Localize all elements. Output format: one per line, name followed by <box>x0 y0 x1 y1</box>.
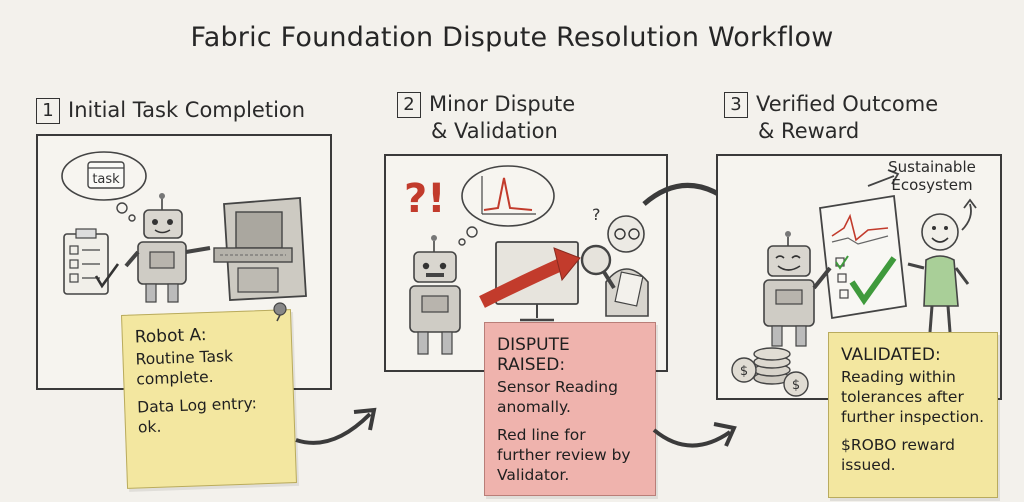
step-3-number: 3 <box>724 92 748 118</box>
step-3-heading-line-2: & Reward <box>724 119 859 143</box>
happy-person-icon <box>908 214 968 332</box>
robot-a-note-heading: Robot A: <box>134 323 279 348</box>
validated-note-line-1: Reading within tolerances after further … <box>841 367 985 427</box>
ecosystem-label: Sustainable Ecosystem <box>880 158 984 194</box>
ecosystem-label-line-2: Ecosystem <box>880 176 984 194</box>
step-3-heading: 3 Verified Outcome & Reward <box>724 91 938 145</box>
alert-symbols: ?! <box>404 176 445 222</box>
step-2-heading-line-2: & Validation <box>397 119 558 143</box>
magnifier-icon <box>582 246 614 288</box>
ecosystem-label-line-1: Sustainable <box>880 158 984 176</box>
terminal-kiosk-icon <box>214 198 306 300</box>
validated-note-heading: VALIDATED: <box>841 345 985 365</box>
arrow-step1-to-step2-icon <box>292 402 382 452</box>
coins-icon: $ $ <box>732 348 808 396</box>
dispute-note-line-1: Sensor Reading anomally. <box>497 377 643 417</box>
step-2-number: 2 <box>397 92 421 118</box>
dispute-note: DISPUTE RAISED: Sensor Reading anomally.… <box>484 322 656 496</box>
step-1-heading-line-1: Initial Task Completion <box>68 98 305 122</box>
anomaly-thought-bubble <box>459 166 554 245</box>
page-title: Fabric Foundation Dispute Resolution Wor… <box>0 22 1024 53</box>
checklist-icon <box>64 229 118 294</box>
step-1-heading: 1 Initial Task Completion <box>36 97 305 124</box>
task-thought-bubble: task <box>62 152 146 221</box>
svg-text:?: ? <box>592 205 601 224</box>
robot-a-note: Robot A: Routine Task complete. Data Log… <box>121 309 297 489</box>
robot-disputed-icon <box>410 235 460 354</box>
step-2-heading: 2 Minor Dispute & Validation <box>397 91 575 145</box>
robot-a-note-line-2: Data Log entry: ok. <box>137 392 282 437</box>
dispute-note-line-2: Red line for further review by Validator… <box>497 425 643 485</box>
svg-text:$: $ <box>792 378 800 393</box>
step-2-heading-line-1: Minor Dispute <box>429 92 575 116</box>
robot-a-icon <box>126 193 210 302</box>
validated-note: VALIDATED: Reading within tolerances aft… <box>828 332 998 498</box>
robot-a-note-line-1: Routine Task complete. <box>135 345 280 390</box>
step-3-heading-line-1: Verified Outcome <box>756 92 938 116</box>
task-bubble-label: task <box>92 172 120 187</box>
arrow-dispute-to-validated-icon <box>650 410 740 460</box>
step-1-number: 1 <box>36 98 60 124</box>
pushpin-icon <box>270 300 290 322</box>
validated-note-line-2: $ROBO reward issued. <box>841 435 985 475</box>
dispute-note-heading: DISPUTE RAISED: <box>497 335 643 375</box>
report-board-icon <box>820 196 906 318</box>
svg-text:$: $ <box>740 364 748 379</box>
robot-happy-icon <box>764 231 830 346</box>
